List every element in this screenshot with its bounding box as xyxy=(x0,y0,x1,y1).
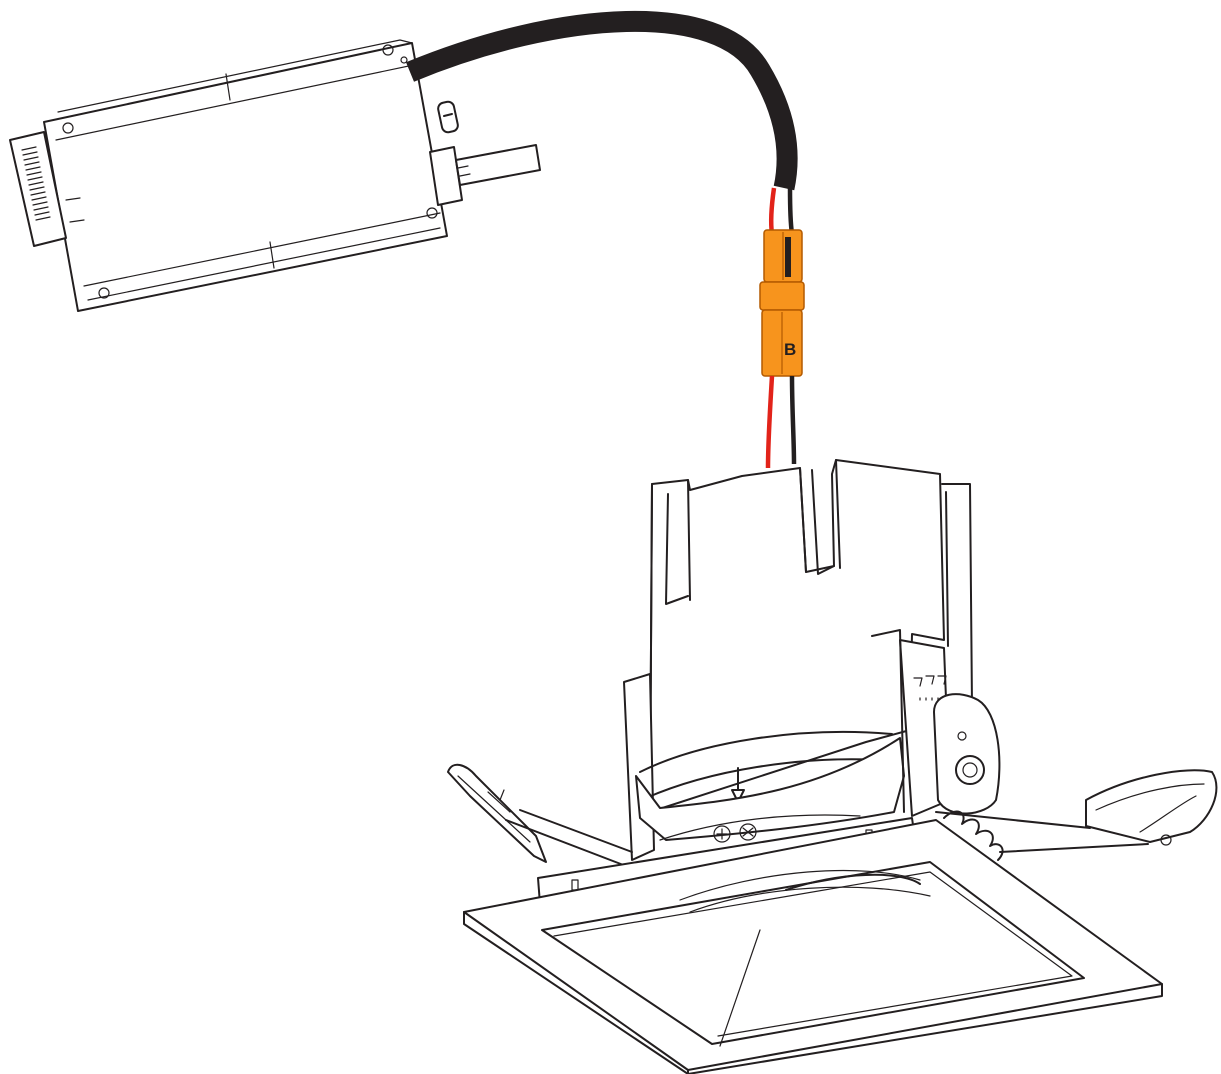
arrow-down-icon xyxy=(731,767,745,803)
spring-clip-left xyxy=(447,763,633,867)
terminal-spring-icon xyxy=(21,146,51,221)
lead-wires xyxy=(765,375,797,469)
screw-icon xyxy=(716,827,754,840)
height-marks-icon xyxy=(913,675,947,701)
connector-latch-icon xyxy=(785,237,791,277)
downlight-housing xyxy=(447,459,1218,905)
square-trim xyxy=(463,819,1163,1074)
driver-box xyxy=(9,39,541,312)
power-cable xyxy=(405,10,798,235)
wire-connector: B xyxy=(759,229,805,377)
torsion-spring xyxy=(935,769,1218,861)
connector-label: B xyxy=(784,340,796,359)
